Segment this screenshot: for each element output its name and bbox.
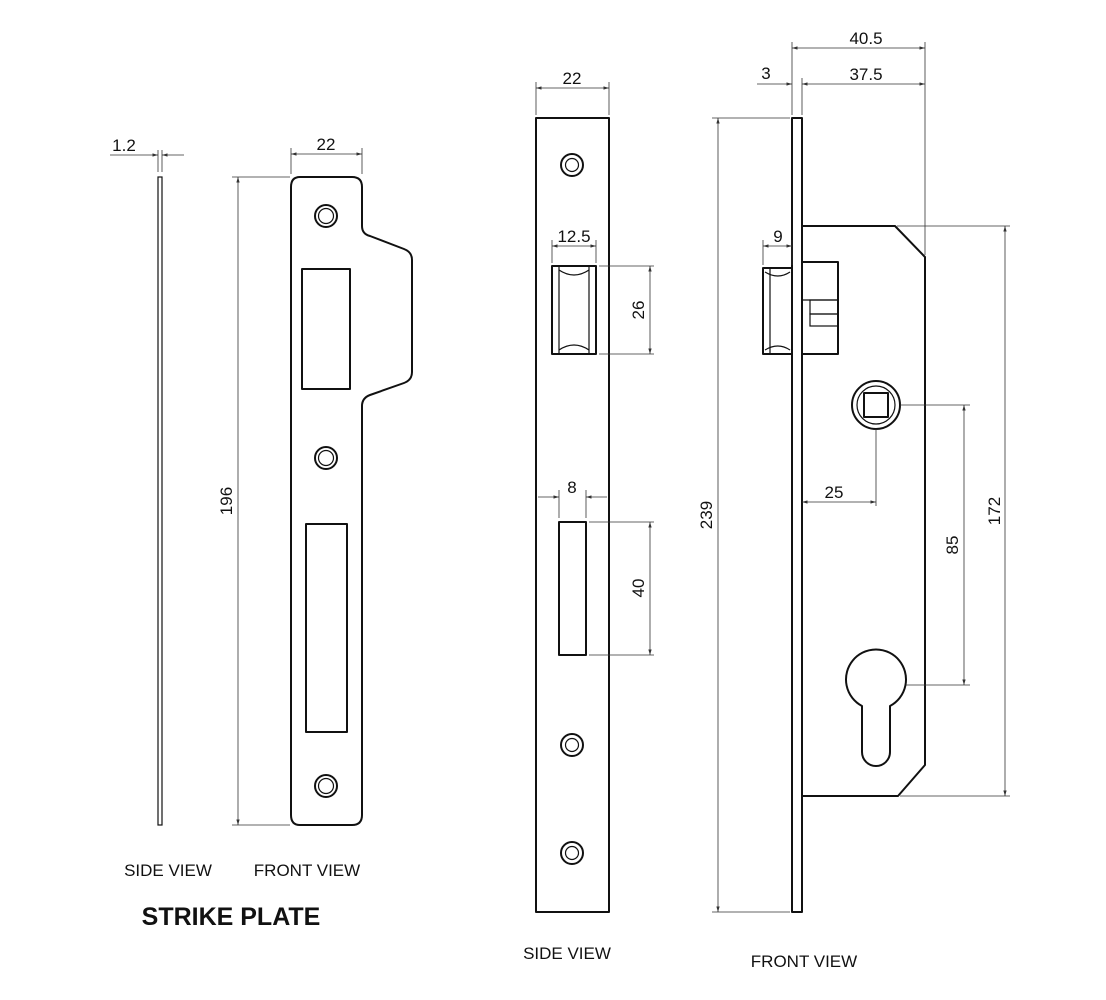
strike-plate-front-view: 22 196 FRONT VIEW — [217, 135, 413, 880]
strike-screw-hole-middle — [314, 446, 338, 470]
follower-hub — [851, 380, 901, 430]
dim-latch-width: 12.5 — [557, 227, 590, 246]
latch-bolt-face — [551, 265, 597, 355]
strike-plate-side-view: 1.2 SIDE VIEW — [110, 136, 212, 880]
latch-bolt-side — [762, 267, 793, 355]
faceplate-screw-hole-bottom — [560, 841, 584, 865]
lock-front-view: 40.5 3 37.5 9 239 25 85 172 FRONT VIEW — [697, 29, 1010, 971]
dim-strike-height: 196 — [217, 487, 236, 515]
lock-side-view-caption: SIDE VIEW — [523, 944, 611, 963]
dim-backset: 25 — [825, 483, 844, 502]
lock-front-view-caption: FRONT VIEW — [751, 952, 857, 971]
strike-plate-side-profile — [157, 176, 163, 826]
strike-plate-title: STRIKE PLATE — [142, 903, 321, 931]
euro-cylinder-cutout — [845, 648, 907, 767]
strike-screw-hole-top — [314, 204, 338, 228]
dim-case-depth: 37.5 — [849, 65, 882, 84]
dim-overall-height: 239 — [697, 501, 716, 529]
faceplate-screw-hole-middle — [560, 733, 584, 757]
dim-case-height: 172 — [985, 497, 1004, 525]
latch-mechanism — [801, 261, 839, 355]
dim-deadbolt-height: 40 — [629, 579, 648, 598]
dim-strike-thickness: 1.2 — [112, 136, 136, 155]
dim-overall-depth: 40.5 — [849, 29, 882, 48]
dim-centres: 85 — [943, 536, 962, 555]
lock-side-view: 22 12.5 26 8 40 SIDE VIEW — [523, 69, 654, 963]
faceplate-screw-hole-top — [560, 153, 584, 177]
dim-faceplate-width: 22 — [563, 69, 582, 88]
deadbolt-face — [558, 521, 587, 656]
dim-latch-height: 26 — [629, 301, 648, 320]
dim-deadbolt-width: 8 — [567, 478, 576, 497]
strike-side-view-caption: SIDE VIEW — [124, 861, 212, 880]
strike-screw-hole-bottom — [314, 774, 338, 798]
strike-deadbolt-opening — [305, 523, 348, 733]
dim-forend-thickness: 3 — [761, 64, 770, 83]
dim-latch-projection: 9 — [773, 227, 782, 246]
lock-forend — [791, 117, 803, 913]
strike-front-view-caption: FRONT VIEW — [254, 861, 360, 880]
dim-strike-width: 22 — [317, 135, 336, 154]
strike-latch-opening — [301, 268, 351, 390]
lock-case-body — [801, 225, 926, 797]
strike-plate-outline — [290, 176, 413, 826]
lock-faceplate — [535, 117, 610, 913]
